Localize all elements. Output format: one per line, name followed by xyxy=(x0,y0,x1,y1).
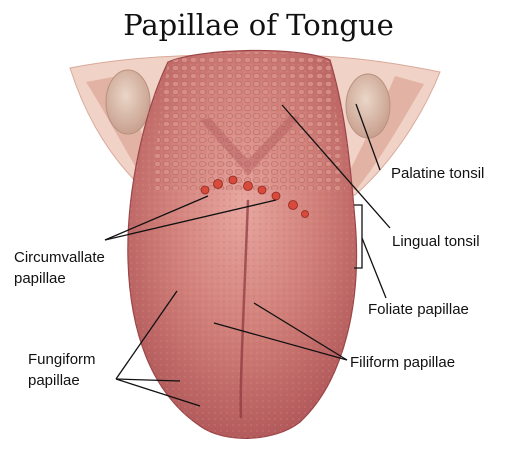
label-lingual-tonsil: Lingual tonsil xyxy=(392,232,480,252)
label-filiform-papillae: Filiform papillae xyxy=(350,353,455,373)
label-fungiform-line2: papillae xyxy=(28,371,80,391)
label-palatine-tonsil: Palatine tonsil xyxy=(391,164,484,184)
diagram-title: Papillae of Tongue xyxy=(0,8,517,42)
label-circumvallate-line2: papillae xyxy=(14,269,66,289)
label-foliate-papillae: Foliate papillae xyxy=(368,300,469,320)
left-palatine-tonsil xyxy=(106,70,150,134)
label-circumvallate-line1: Circumvallate xyxy=(14,248,105,268)
label-fungiform-line1: Fungiform xyxy=(28,350,96,370)
foliate-leader xyxy=(362,238,386,298)
right-palatine-tonsil xyxy=(346,74,390,138)
